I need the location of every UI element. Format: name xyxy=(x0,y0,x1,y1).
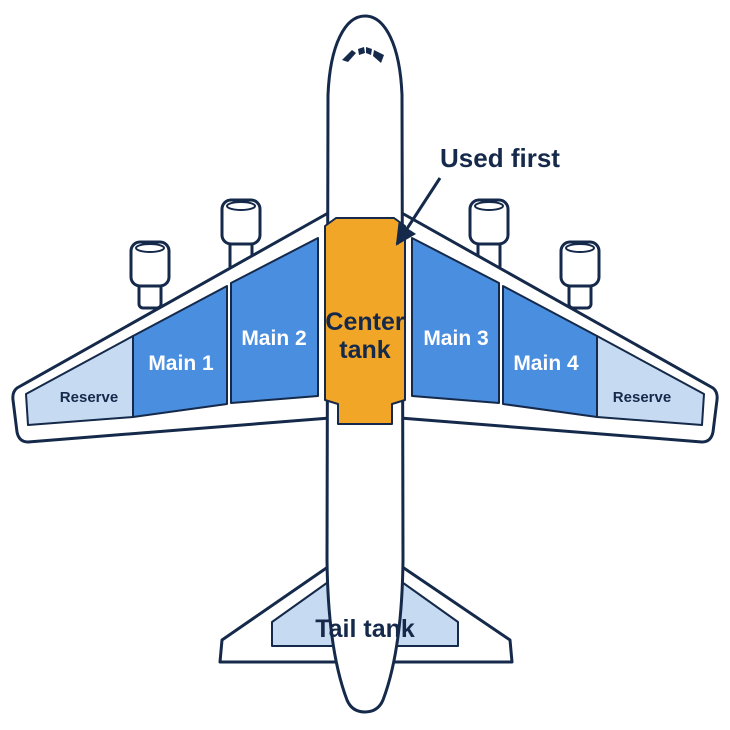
main-3-label: Main 3 xyxy=(423,327,488,350)
main-2-tank xyxy=(230,237,319,404)
used-first-label: Used first xyxy=(440,143,560,173)
reserve-left-label: Reserve xyxy=(60,389,118,406)
cockpit-windows xyxy=(342,47,384,63)
engines xyxy=(129,198,601,288)
main-3-tank xyxy=(411,237,500,404)
engine-3 xyxy=(468,198,510,246)
engine-4 xyxy=(559,240,601,288)
main-1-tank xyxy=(132,285,228,418)
reserve-tank-right xyxy=(596,335,705,426)
engine-1 xyxy=(129,240,171,288)
main-4-label: Main 4 xyxy=(513,352,579,375)
center-tank-label-line1: Center xyxy=(325,308,404,336)
main-1-label: Main 1 xyxy=(148,352,214,375)
center-tank-label-line2: tank xyxy=(339,336,391,364)
main-2-label: Main 2 xyxy=(241,327,306,350)
tail-tank-label: Tail tank xyxy=(315,615,415,643)
used-first-arrow xyxy=(395,177,442,246)
engine-2 xyxy=(220,198,262,246)
reserve-right-label: Reserve xyxy=(613,389,671,406)
